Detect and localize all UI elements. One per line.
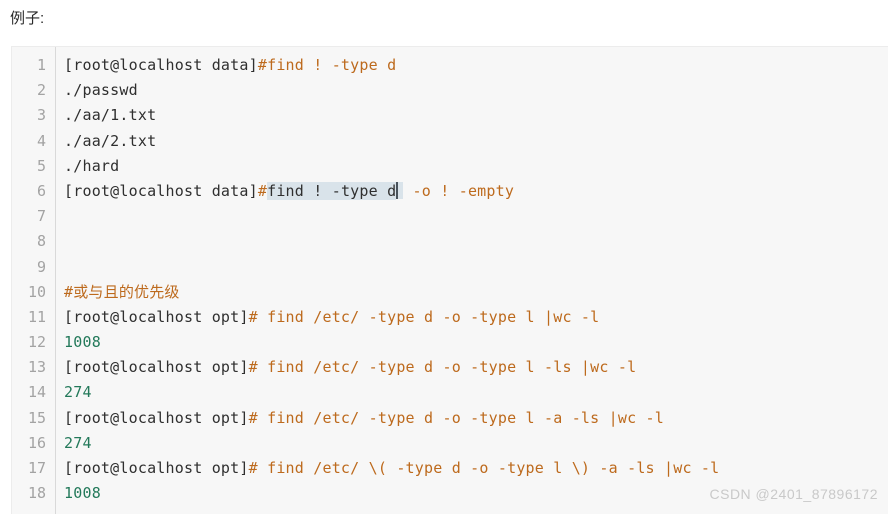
code-line: 5 ./hard	[12, 154, 888, 179]
code-segment-command: #find ! -type d	[257, 56, 397, 74]
code-segment-plain: [root@localhost opt]	[64, 408, 249, 427]
code-segment-plain: ./passwd	[64, 81, 138, 100]
code-segment-plain: [root@localhost opt]	[64, 358, 249, 377]
code-line: 7	[12, 204, 888, 229]
code-text: [root@localhost data]#find ! -type d -o …	[55, 179, 514, 204]
code-line: 16 274	[12, 431, 888, 456]
code-segment-command: #	[257, 181, 268, 200]
line-number: 8	[36, 232, 46, 251]
line-number: 5	[36, 156, 46, 175]
line-number: 14	[27, 383, 46, 402]
line-number: 16	[27, 433, 46, 452]
section-label: 例子:	[10, 10, 45, 27]
code-segment-command: # find /etc/ -type d -o -type l -ls |wc …	[248, 358, 637, 377]
line-number: 11	[27, 307, 46, 326]
code-line: 10 #或与且的优先级	[12, 280, 888, 305]
code-text: [root@localhost opt]# find /etc/ -type d…	[55, 305, 599, 330]
code-text: 274	[55, 380, 92, 405]
code-line: 18 1008	[12, 481, 888, 506]
code-line: 2 ./passwd	[12, 78, 888, 103]
code-segment-number: 1008	[64, 484, 101, 503]
code-line: 9	[12, 255, 888, 280]
code-text: 274	[55, 431, 92, 456]
line-number: 15	[27, 408, 46, 427]
code-text: #或与且的优先级	[55, 280, 180, 305]
code-text: ./aa/2.txt	[55, 129, 156, 154]
code-line: 3 ./aa/1.txt	[12, 103, 888, 128]
code-line: 15 [root@localhost opt]# find /etc/ -type…	[12, 406, 888, 431]
line-number: 9	[36, 257, 46, 276]
code-text: [root@localhost data]#find ! -type d	[55, 53, 396, 78]
code-text: 1008	[55, 330, 101, 355]
code-segment-plain: [root@localhost opt]	[64, 307, 249, 326]
code-segment-number: 274	[64, 433, 92, 452]
line-number: 3	[36, 106, 46, 125]
code-line: 6 [root@localhost data]#find ! -type d -o…	[12, 179, 888, 204]
line-number: 4	[36, 131, 46, 150]
code-text	[55, 204, 64, 229]
line-number: 1	[36, 56, 46, 74]
line-number: 10	[27, 282, 46, 301]
watermark: CSDN @2401_87896172	[709, 486, 878, 502]
code-segment-plain: [root@localhost data]	[64, 56, 258, 74]
code-text	[55, 255, 64, 280]
code-line: 11 [root@localhost opt]# find /etc/ -type…	[12, 305, 888, 330]
code-text: [root@localhost opt]# find /etc/ \( -typ…	[55, 456, 719, 481]
code-segment-command: # find /etc/ -type d -o -type l |wc -l	[248, 307, 600, 326]
code-segment-plain: ./hard	[64, 156, 120, 175]
line-number: 17	[27, 459, 46, 477]
code-segment-command: #或与且的优先级	[64, 282, 180, 301]
code-segment-command: # find /etc/ -type d -o -type l -a -ls |…	[248, 408, 665, 427]
code-segment-selected: find ! -type d	[267, 181, 397, 200]
code-segment-plain: [root@localhost data]	[64, 181, 258, 200]
line-number: 6	[36, 181, 46, 200]
line-number: 2	[36, 81, 46, 100]
code-text: ./hard	[55, 154, 119, 179]
code-text: 1008	[55, 481, 101, 506]
code-segment-command: -o ! -empty	[403, 181, 515, 200]
code-line: 1 [root@localhost data]#find ! -type d	[12, 53, 888, 78]
code-line: 13 [root@localhost opt]# find /etc/ -type…	[12, 355, 888, 380]
code-line: 8	[12, 229, 888, 254]
code-text	[55, 229, 64, 254]
code-line: 17 [root@localhost opt]# find /etc/ \( -t…	[12, 456, 888, 481]
code-text: ./aa/1.txt	[55, 103, 156, 128]
code-text: [root@localhost opt]# find /etc/ -type d…	[55, 406, 664, 431]
code-segment-command: # find /etc/ \( -type d -o -type l \) -a…	[248, 459, 720, 477]
code-line: 4 ./aa/2.txt	[12, 129, 888, 154]
line-number: 12	[27, 333, 46, 352]
code-segment-plain: ./aa/2.txt	[64, 131, 157, 150]
text-cursor	[396, 181, 404, 199]
line-number: 18	[27, 484, 46, 503]
code-line: 12 1008	[12, 330, 888, 355]
line-number: 13	[27, 358, 46, 377]
code-segment-plain: [root@localhost opt]	[64, 459, 249, 477]
code-segment-number: 1008	[64, 333, 101, 352]
gutter-separator	[55, 47, 56, 514]
code-text: ./passwd	[55, 78, 138, 103]
line-number: 7	[36, 207, 46, 226]
code-segment-number: 274	[64, 383, 92, 402]
code-text: [root@localhost opt]# find /etc/ -type d…	[55, 355, 636, 380]
code-line: 14 274	[12, 380, 888, 405]
code-segment-plain: ./aa/1.txt	[64, 106, 157, 125]
